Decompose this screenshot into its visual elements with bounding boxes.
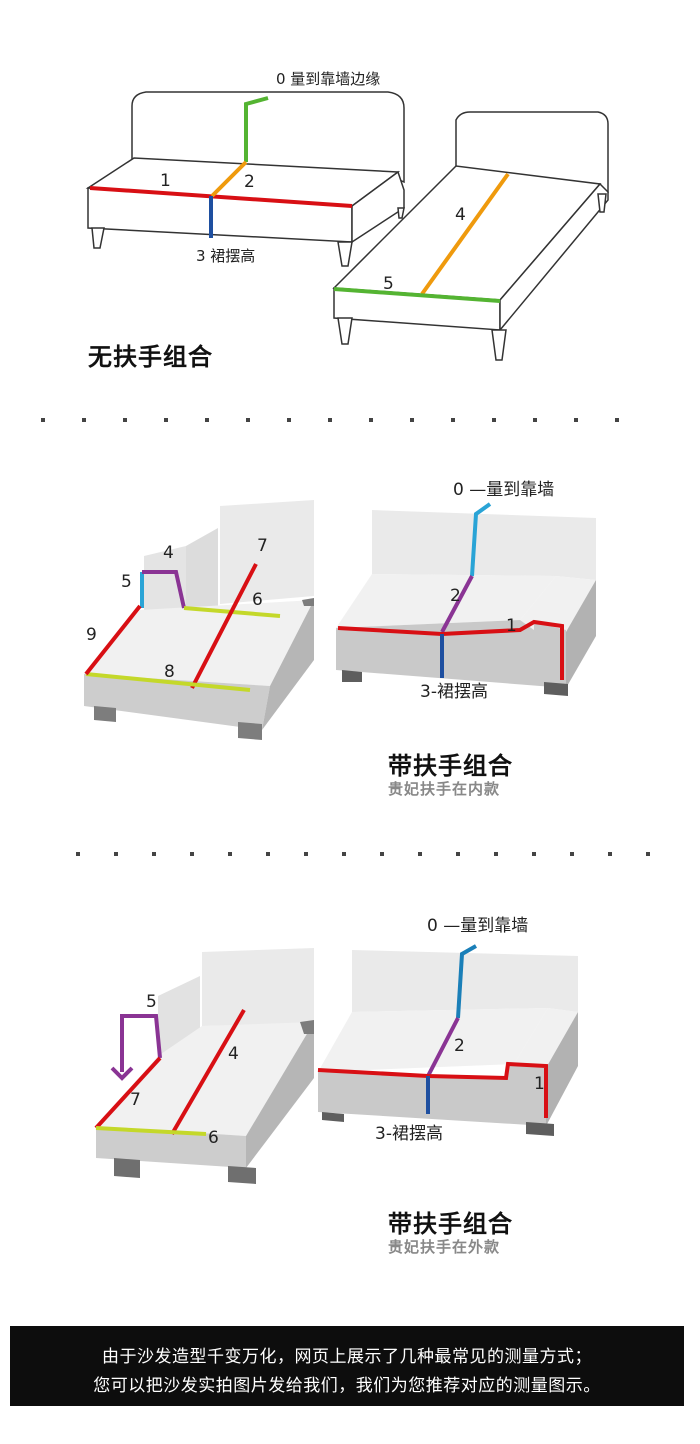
measure-line-8: [85, 672, 251, 692]
label-0-measure-to-wall-edge: 0 量到靠墙边缘: [276, 70, 381, 88]
measure-line-4: [142, 570, 186, 609]
footer-line-2: 您可以把沙发实拍图片发给我们，我们为您推荐对应的测量图示。: [93, 1376, 601, 1396]
footer-note-banner: 由于沙发造型千变万化，网页上展示了几种最常见的测量方式； 您可以把沙发实拍图片发…: [10, 1326, 684, 1406]
label-6: 6: [252, 590, 263, 610]
label-2: 2: [450, 586, 461, 606]
dotted-divider-1: [41, 418, 619, 422]
label-1: 1: [160, 171, 171, 191]
label-2: 2: [454, 1036, 465, 1056]
section-armrest-outside: 5 4 7 6 0 —量到靠墙 2 1 3-裙摆高 带扶手组合 贵妃扶手在外款: [0, 900, 700, 1280]
label-0-measure-to-wall: 0 —量到靠墙: [453, 480, 555, 500]
label-8: 8: [164, 662, 175, 682]
label-5: 5: [146, 992, 157, 1012]
measure-line-0: [244, 96, 269, 162]
measure-line-2: [440, 575, 474, 633]
dotted-divider-2: [76, 852, 650, 856]
subheading-armrest-inside: 贵妃扶手在内款: [388, 780, 501, 798]
measure-line-1: [337, 619, 564, 680]
section-armrest-inside: 4 5 6 7 8 9 0 —量到靠墙 1 2 3-裙摆高 带扶手组合 贵妃扶手…: [0, 460, 700, 840]
measure-arrow: [110, 1066, 134, 1081]
measure-line-4: [170, 1008, 246, 1136]
label-1: 1: [506, 616, 517, 636]
label-7: 7: [130, 1090, 141, 1110]
sofa-no-armrest-diagram: [85, 91, 609, 361]
heading-no-armrest: 无扶手组合: [88, 343, 213, 371]
label-4: 4: [455, 205, 466, 225]
measure-line-7: [190, 563, 258, 689]
measure-line-5: [333, 287, 501, 303]
label-9: 9: [86, 625, 97, 645]
measure-line-9: [84, 604, 142, 676]
sofa-armrest-outside-diagram: [94, 944, 578, 1184]
heading-with-armrest: 带扶手组合: [388, 1210, 513, 1238]
label-3-skirt-height: 3-裙摆高: [375, 1124, 443, 1144]
label-1: 1: [534, 1074, 545, 1094]
label-2: 2: [244, 172, 255, 192]
measure-line-1: [317, 1061, 548, 1118]
measure-line-1: [89, 186, 353, 208]
measure-line-2: [426, 1017, 460, 1077]
section-no-armrest: 0 量到靠墙边缘 1 2 3 裙摆高 4 5 无扶手组合: [0, 0, 700, 400]
label-3-skirt-height: 3-裙摆高: [420, 682, 488, 702]
label-5: 5: [121, 572, 132, 592]
measure-line-6: [95, 1126, 207, 1136]
heading-with-armrest: 带扶手组合: [388, 752, 513, 780]
measure-line-7: [94, 1056, 162, 1130]
measure-line-0: [456, 944, 477, 1019]
measure-line-5: [120, 1014, 162, 1072]
label-6: 6: [208, 1128, 219, 1148]
measure-line-4: [420, 172, 510, 296]
measure-line-0: [470, 502, 492, 577]
label-4: 4: [228, 1044, 239, 1064]
label-0-measure-to-wall: 0 —量到靠墙: [427, 916, 529, 936]
measure-line-2: [210, 160, 248, 198]
subheading-armrest-outside: 贵妃扶手在外款: [388, 1238, 501, 1256]
footer-line-1: 由于沙发造型千变万化，网页上展示了几种最常见的测量方式；: [102, 1347, 592, 1367]
label-3-skirt-height: 3 裙摆高: [196, 247, 256, 265]
label-5: 5: [383, 274, 394, 294]
label-4: 4: [163, 543, 174, 563]
label-7: 7: [257, 536, 268, 556]
sofa-armrest-inside-diagram: [84, 500, 596, 740]
